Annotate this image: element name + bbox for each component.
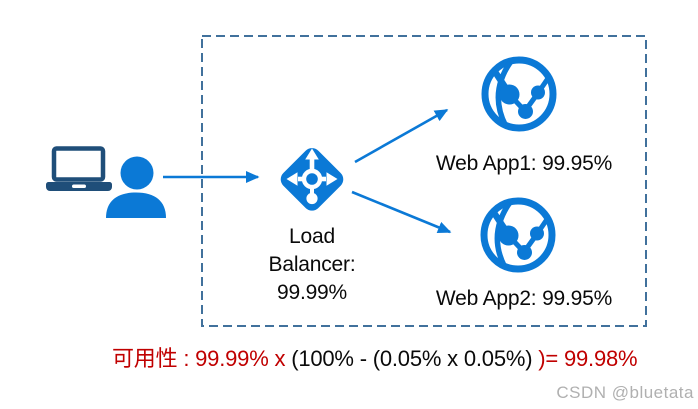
formula-prefix: 可用性 : 99.99% x	[112, 346, 292, 371]
availability-formula: 可用性 : 99.99% x (100% - (0.05% x 0.05%) )…	[112, 346, 638, 372]
formula-middle: (100% - (0.05% x 0.05%)	[291, 346, 539, 371]
laptop-icon	[46, 146, 112, 191]
web-app1-label: Web App1: 99.95%	[435, 152, 613, 175]
web-app1-icon	[481, 56, 557, 132]
load-balancer-icon	[280, 148, 344, 211]
lb-to-webapp2-arrow	[351, 190, 452, 234]
web-app2-icon	[480, 197, 556, 273]
person-icon	[106, 156, 166, 218]
csdn-watermark: CSDN @bluetata	[556, 383, 694, 402]
availability-boundary-dashed-box	[201, 35, 647, 327]
load-balancer-label: Load Balancer: 99.99%	[268, 225, 356, 304]
formula-result: )= 99.98%	[538, 346, 638, 371]
web-app2-label: Web App2: 99.95%	[435, 287, 613, 310]
lb-to-webapp1-arrow	[354, 108, 449, 164]
